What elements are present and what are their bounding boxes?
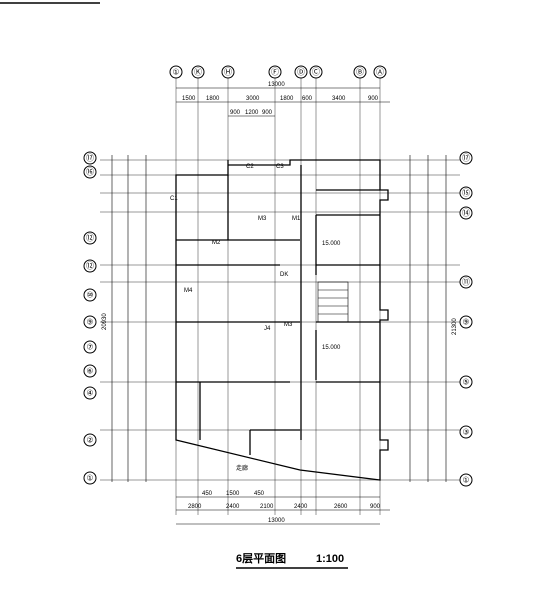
svg-text:⑰: ⑰ bbox=[86, 154, 94, 163]
svg-text:②: ② bbox=[86, 436, 93, 445]
top-dimension: 1500 bbox=[182, 96, 196, 102]
side-dimensions: 20930 21300 bbox=[102, 155, 458, 482]
bottom-dimension: 2400 bbox=[226, 504, 240, 510]
svg-text:④: ④ bbox=[86, 389, 93, 398]
top-axis-label: Ⓓ bbox=[297, 68, 305, 77]
scale-text: 1:100 bbox=[316, 553, 344, 565]
drawing-title: 6层平面图 1:100 bbox=[236, 552, 348, 569]
svg-text:⑭: ⑭ bbox=[462, 209, 470, 218]
right-axis-bubbles: ⑰ ⑮ ⑭ ⑪ ⑨ ⑤ ③ ① bbox=[459, 151, 473, 487]
svg-text:M4: M4 bbox=[184, 288, 193, 294]
top-axis-label: ① bbox=[172, 68, 179, 77]
svg-text:走廊: 走廊 bbox=[236, 464, 248, 472]
level-marker: 15.000 bbox=[322, 345, 341, 351]
bottom-sub-dimension: 450 bbox=[254, 491, 265, 497]
top-axis-bubbles: ① Ⓚ Ⓗ Ⓕ Ⓓ Ⓒ Ⓑ Ⓐ bbox=[169, 65, 387, 79]
bottom-dimension: 2800 bbox=[188, 504, 202, 510]
bottom-dimension: 2100 bbox=[260, 504, 274, 510]
walls bbox=[175, 159, 389, 481]
bottom-dimension: 900 bbox=[370, 504, 381, 510]
vertical-grid-lines bbox=[175, 78, 381, 515]
room-labels: 15.000 15.000 M2 M3 M3 M4 M1 C1 C2 C3 J4… bbox=[170, 164, 341, 472]
right-overall-dimension: 21300 bbox=[452, 318, 458, 335]
svg-text:C3: C3 bbox=[276, 164, 284, 170]
top-axis-label: Ⓒ bbox=[312, 68, 320, 77]
svg-text:⑫: ⑫ bbox=[86, 234, 94, 243]
top-dimension: 1800 bbox=[206, 96, 220, 102]
top-dimension: 600 bbox=[302, 96, 313, 102]
svg-text:⑮: ⑮ bbox=[462, 189, 470, 198]
top-overall-dimension: 13000 bbox=[268, 82, 285, 88]
left-axis-bubbles: ⑰ ⑯ ⑫ ⑫ ⑩ ⑨ ⑦ ⑥ ④ ② ① bbox=[83, 151, 97, 485]
top-sub-dimension: 1200 bbox=[245, 110, 259, 116]
top-dimension: 3400 bbox=[332, 96, 346, 102]
svg-text:⑯: ⑯ bbox=[86, 168, 94, 177]
svg-text:M1: M1 bbox=[292, 216, 301, 222]
svg-text:M3: M3 bbox=[258, 216, 267, 222]
bottom-sub-dimension: 450 bbox=[202, 491, 213, 497]
svg-text:①: ① bbox=[86, 474, 93, 483]
svg-text:⑥: ⑥ bbox=[86, 367, 93, 376]
svg-text:⑤: ⑤ bbox=[462, 378, 469, 387]
svg-text:③: ③ bbox=[462, 428, 469, 437]
svg-text:C2: C2 bbox=[246, 164, 254, 170]
top-axis-label: Ⓐ bbox=[376, 68, 384, 77]
title-text: 6层平面图 bbox=[236, 552, 286, 565]
bottom-dimensions: 450 1500 450 2800 2400 2100 2400 2600 90… bbox=[176, 491, 390, 525]
top-dimension: 900 bbox=[368, 96, 379, 102]
top-dimension: 1800 bbox=[280, 96, 294, 102]
bottom-dimension: 2600 bbox=[334, 504, 348, 510]
svg-text:⑰: ⑰ bbox=[462, 154, 470, 163]
top-axis-label: Ⓕ bbox=[271, 68, 279, 77]
svg-text:J4: J4 bbox=[264, 326, 271, 332]
top-dimension: 3000 bbox=[246, 96, 260, 102]
svg-text:⑨: ⑨ bbox=[462, 318, 469, 327]
svg-text:⑨: ⑨ bbox=[86, 318, 93, 327]
svg-text:M3: M3 bbox=[284, 322, 293, 328]
horizontal-grid-lines bbox=[100, 159, 460, 481]
svg-text:⑫: ⑫ bbox=[86, 262, 94, 271]
svg-text:⑪: ⑪ bbox=[462, 278, 470, 287]
svg-text:M2: M2 bbox=[212, 240, 221, 246]
top-axis-label: Ⓚ bbox=[194, 68, 202, 77]
bottom-sub-dimension: 1500 bbox=[226, 491, 240, 497]
left-overall-dimension: 20930 bbox=[102, 313, 108, 330]
svg-text:①: ① bbox=[462, 476, 469, 485]
bottom-overall-dimension: 13000 bbox=[268, 518, 285, 524]
top-axis-label: Ⓗ bbox=[224, 68, 232, 77]
level-marker: 15.000 bbox=[322, 241, 341, 247]
top-axis-label: Ⓑ bbox=[356, 68, 364, 77]
svg-text:⑩: ⑩ bbox=[86, 291, 93, 300]
bottom-dimension: 2400 bbox=[294, 504, 308, 510]
svg-text:⑦: ⑦ bbox=[86, 343, 93, 352]
top-dimensions: 13000 1500 1800 3000 1800 600 3400 900 9… bbox=[176, 82, 390, 117]
svg-text:C1: C1 bbox=[170, 196, 178, 202]
top-sub-dimension: 900 bbox=[262, 110, 273, 116]
svg-text:DK: DK bbox=[280, 272, 288, 278]
top-sub-dimension: 900 bbox=[230, 110, 241, 116]
